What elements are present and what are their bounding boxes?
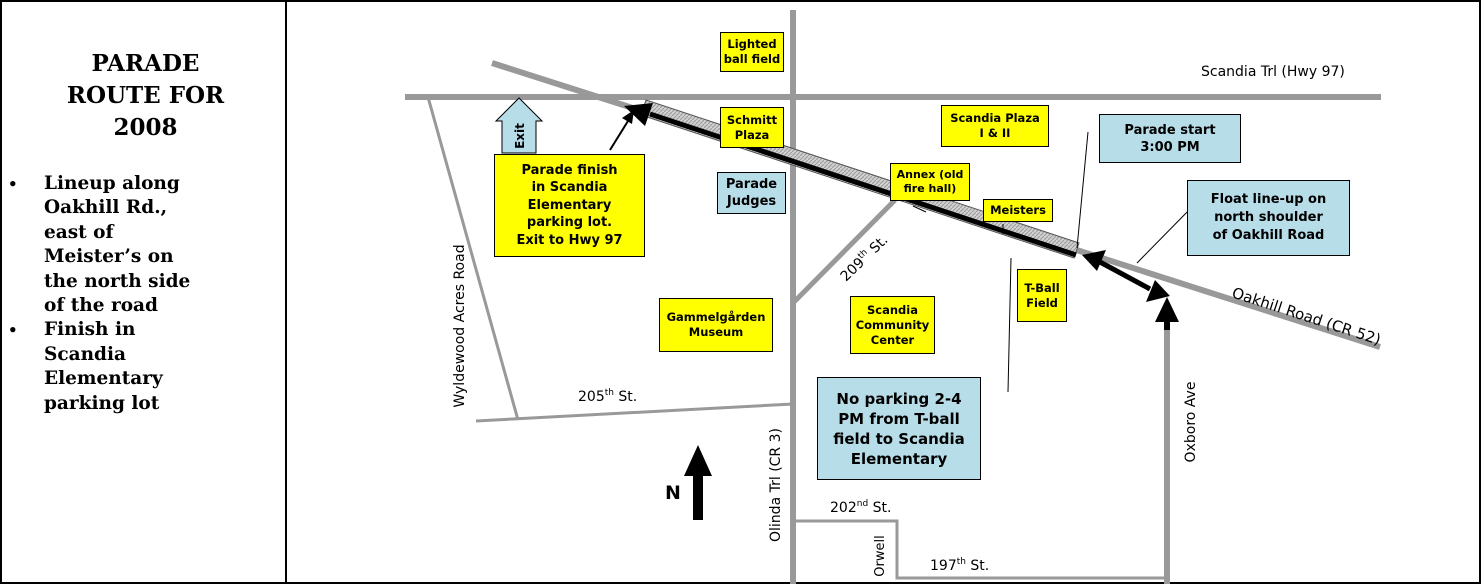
road-orwell-202nd-197th bbox=[793, 519, 1167, 580]
label-oakhill-road: Oakhill Road (CR 52) bbox=[1230, 284, 1383, 349]
place-label-line: Float line-up on bbox=[1210, 192, 1327, 207]
place-label-line: ball field bbox=[723, 52, 781, 66]
north-arrow-icon bbox=[684, 445, 712, 476]
place-label-line: Lighted bbox=[727, 37, 777, 51]
leader-no-parking bbox=[1007, 257, 1012, 393]
place-label-line: fire hall) bbox=[903, 182, 957, 195]
map-title: PARADE ROUTE FOR 2008 bbox=[8, 48, 283, 144]
place-label-line: Parade bbox=[725, 177, 778, 192]
legend-panel: PARADE ROUTE FOR 2008 • Lineup along Oak… bbox=[8, 48, 283, 416]
leader-float-lineup bbox=[1136, 204, 1195, 264]
label-olinda-trl: Olinda Trl (CR 3) bbox=[768, 428, 784, 542]
place-label-line: in Scandia bbox=[531, 180, 608, 196]
place-label-line: Parade start bbox=[1124, 122, 1216, 138]
place-label-line: PM from T-ball bbox=[838, 409, 960, 428]
place-scandia-community-center: Scandia Community Center bbox=[850, 296, 935, 354]
label-orwell: Orwell bbox=[873, 535, 888, 576]
place-label-line: T-Ball bbox=[1024, 280, 1060, 295]
place-label-line: No parking 2-4 bbox=[836, 389, 962, 408]
place-label-line: north shoulder bbox=[1214, 210, 1323, 225]
label-209th-st: 209th St. bbox=[837, 231, 891, 284]
legend-bullets: • Lineup along Oakhill Rd., east of Meis… bbox=[8, 172, 283, 416]
callout-parade-finish: Parade finish in Scandia Elementary park… bbox=[494, 154, 645, 257]
place-label-line: Parade finish bbox=[521, 162, 618, 178]
north-label: N bbox=[665, 482, 681, 504]
title-line: ROUTE FOR bbox=[66, 82, 225, 109]
place-label-line: Museum bbox=[688, 325, 744, 339]
exit-arrow-icon bbox=[494, 97, 544, 154]
float-lineup-arrow bbox=[1098, 259, 1152, 292]
place-label-line: Community bbox=[855, 317, 930, 332]
bullet-text-line: Oakhill Rd., bbox=[44, 197, 168, 219]
title-line: PARADE bbox=[91, 50, 200, 77]
place-label-line: Exit to Hwy 97 bbox=[516, 232, 623, 248]
label-205th-st: 205th St. bbox=[578, 388, 637, 405]
place-label-line: Plaza bbox=[734, 127, 770, 142]
bullet-text-line: Elementary bbox=[44, 368, 163, 390]
place-label-line: field to Scandia bbox=[833, 429, 965, 448]
place-label-line: I & II bbox=[979, 126, 1011, 140]
bullet-text-line: Finish in bbox=[44, 319, 136, 341]
place-label-line: Elementary bbox=[527, 197, 612, 213]
float-lineup-arrowhead-right bbox=[1146, 280, 1170, 302]
bullet-text-line: parking lot bbox=[44, 392, 160, 414]
place-label-line: Gammelgården bbox=[666, 310, 766, 324]
callout-no-parking: No parking 2-4 PM from T-ball field to S… bbox=[817, 377, 981, 480]
road-205th-st bbox=[475, 402, 794, 423]
place-label-line: Meisters bbox=[990, 203, 1046, 217]
parade-route-arrowhead bbox=[624, 103, 653, 126]
place-label-line: Scandia bbox=[867, 302, 918, 317]
leader-annex bbox=[912, 205, 927, 213]
column-divider bbox=[285, 0, 287, 584]
title-line: 2008 bbox=[113, 114, 178, 141]
bullet-text-line: Meister’s on bbox=[44, 246, 174, 268]
leader-parade-start bbox=[1076, 131, 1089, 249]
road-wyldewood-acres bbox=[426, 96, 520, 421]
label-wyldewood-acres-road: Wyldewood Acres Road bbox=[452, 244, 468, 407]
place-label-line: Schmitt bbox=[726, 112, 778, 127]
road-209th-st bbox=[791, 198, 897, 305]
place-label-line: Center bbox=[870, 332, 915, 347]
exit-label: Exit bbox=[513, 123, 527, 149]
label-oxboro-ave: Oxboro Ave bbox=[1183, 382, 1199, 463]
place-label-line: Annex (old bbox=[896, 168, 964, 181]
bullet-icon: • bbox=[8, 321, 18, 340]
place-label-line: 3:00 PM bbox=[1140, 139, 1200, 155]
bullet-text-line: Scandia bbox=[44, 343, 127, 365]
north-arrow-shaft bbox=[693, 475, 703, 520]
place-label-line: of Oakhill Road bbox=[1212, 228, 1325, 243]
bullet-text-line: the north side bbox=[44, 270, 191, 292]
oxboro-up-arrowhead bbox=[1155, 297, 1179, 322]
bullet-text-line: of the road bbox=[44, 295, 158, 317]
label-scandia-trl: Scandia Trl (Hwy 97) bbox=[1201, 64, 1345, 80]
place-label-line: Scandia Plaza bbox=[950, 111, 1040, 125]
place-label-line: Elementary bbox=[850, 449, 948, 468]
bullet-text-line: east of bbox=[44, 221, 114, 243]
float-lineup-arrowhead-left bbox=[1082, 250, 1106, 271]
bullet-text-line: Lineup along bbox=[44, 173, 180, 194]
place-meisters: Meisters bbox=[983, 199, 1053, 222]
finish-pointer-arrowhead bbox=[622, 110, 634, 124]
callout-float-lineup: Float line-up on north shoulder of Oakhi… bbox=[1187, 180, 1350, 256]
bullet-icon: • bbox=[8, 175, 18, 193]
place-label-line: Field bbox=[1026, 295, 1058, 310]
label-202nd-st: 202nd St. bbox=[830, 499, 891, 516]
bullet-lineup: • Lineup along Oakhill Rd., east of Meis… bbox=[8, 172, 283, 318]
finish-pointer-line bbox=[609, 120, 629, 151]
label-197th-st: 197th St. bbox=[930, 557, 989, 574]
bullet-finish: • Finish in Scandia Elementary parking l… bbox=[8, 318, 283, 416]
place-label-line: parking lot. bbox=[526, 215, 613, 231]
place-label-line: Judges bbox=[726, 194, 777, 209]
